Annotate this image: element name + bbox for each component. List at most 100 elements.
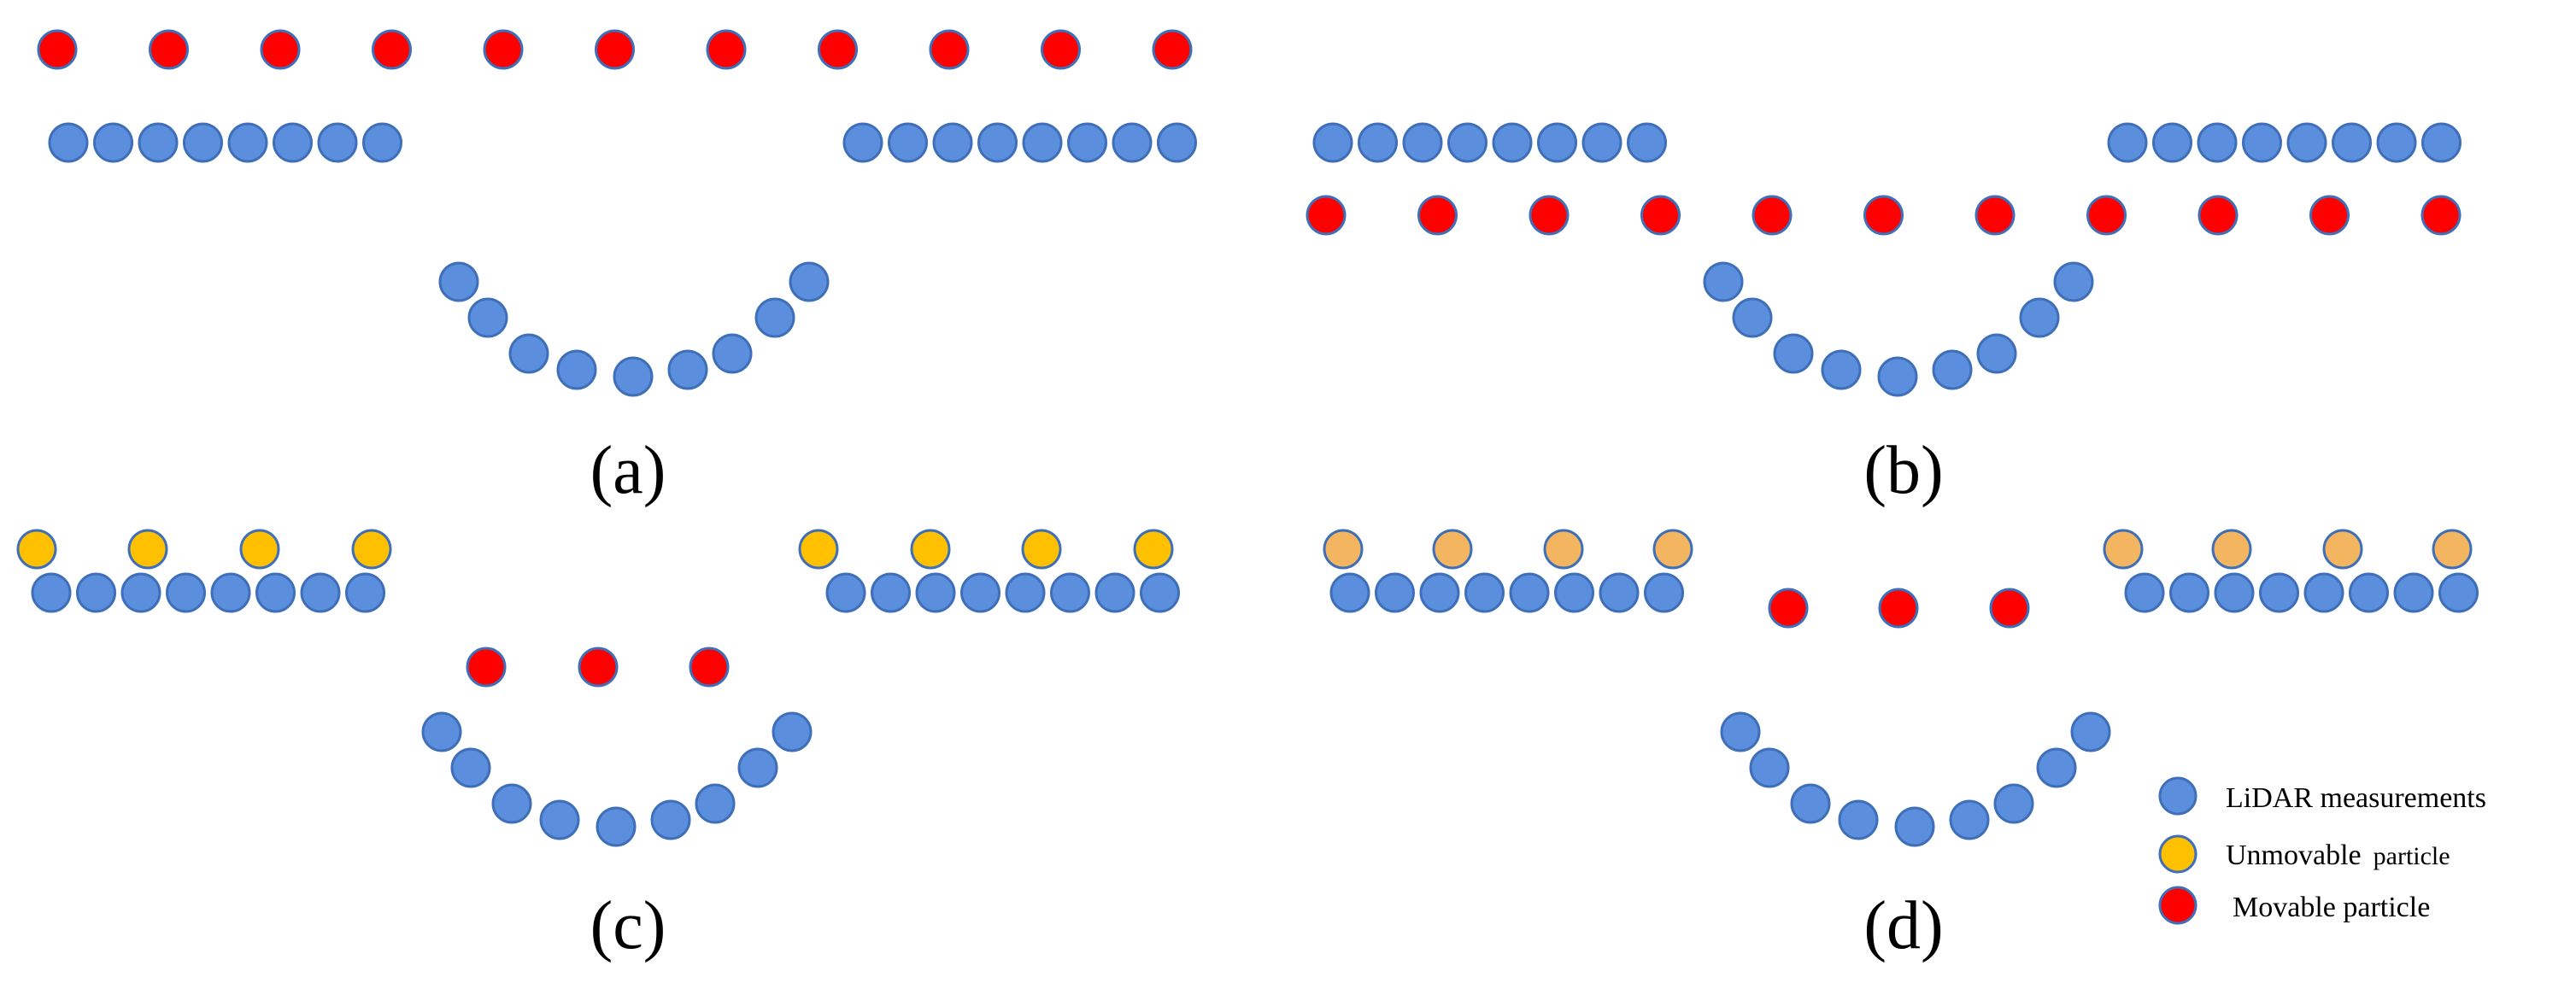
unmovable-particle bbox=[1432, 529, 1473, 570]
lidar-measurement-point bbox=[2303, 572, 2344, 613]
lidar-measurement-point bbox=[1050, 572, 1090, 613]
panel-b bbox=[1306, 122, 2462, 397]
lidar-measurement-point bbox=[1329, 572, 1370, 613]
lidar-measurement-point bbox=[2036, 747, 2077, 788]
lidar-measurement-point bbox=[2124, 572, 2165, 613]
lidar-measurement-point bbox=[138, 122, 179, 163]
lidar-measurement-point bbox=[2393, 572, 2434, 613]
lidar-measurement-point bbox=[1537, 122, 1577, 163]
lidar-measurement-point bbox=[842, 122, 883, 163]
movable-particle bbox=[818, 29, 858, 70]
lidar-measurement-point bbox=[915, 572, 956, 613]
lidar-measurement-point bbox=[1312, 122, 1353, 163]
lidar-measurement-point bbox=[2053, 261, 2094, 302]
lidar-measurement-point bbox=[467, 297, 508, 338]
lidar-measurement-point bbox=[1464, 572, 1505, 613]
lidar-measurement-point bbox=[166, 572, 206, 613]
panel-d bbox=[1323, 529, 2479, 847]
unmovable-particle bbox=[127, 529, 168, 570]
lidar-measurement-point bbox=[596, 806, 637, 847]
unmovable-particle bbox=[2432, 529, 2473, 570]
movable-particle bbox=[1752, 195, 1793, 236]
lidar-measurement-point bbox=[695, 783, 736, 824]
unmovable-particle bbox=[2103, 529, 2144, 570]
lidar-measurement-point bbox=[438, 261, 479, 302]
lidar-measurement-point bbox=[120, 572, 161, 613]
lidar-measurement-point bbox=[1375, 572, 1415, 613]
lidar-measurement-point bbox=[1358, 122, 1398, 163]
lidar-measurement-legend-icon bbox=[2158, 776, 2198, 816]
lidar-measurement-point bbox=[2421, 122, 2462, 163]
lidar-measurement-point bbox=[888, 122, 928, 163]
lidar-measurement-point bbox=[737, 747, 778, 788]
lidar-measurement-point bbox=[93, 122, 133, 163]
lidar-measurement-point bbox=[2332, 122, 2372, 163]
movable-particle bbox=[578, 647, 619, 688]
movable-particle bbox=[2198, 195, 2239, 236]
lidar-measurement-point bbox=[1509, 572, 1550, 613]
movable-particle bbox=[595, 29, 635, 70]
lidar-measurement-point bbox=[932, 122, 973, 163]
lidar-measurement-point bbox=[667, 349, 708, 390]
lidar-measurement-point bbox=[210, 572, 251, 613]
unmovable-particle bbox=[16, 529, 57, 570]
movable-particle bbox=[2421, 195, 2462, 236]
movable-particle bbox=[2086, 195, 2127, 236]
movable-particle bbox=[483, 29, 524, 70]
lidar-measurement-point bbox=[48, 122, 89, 163]
lidar-measurement-point bbox=[789, 261, 830, 302]
lidar-measurement-point bbox=[1419, 572, 1460, 613]
lidar-measurement-point bbox=[300, 572, 341, 613]
lidar-measurement-point bbox=[1993, 783, 2034, 824]
lidar-measurement-point bbox=[1894, 806, 1935, 847]
unmovable-particle bbox=[1543, 529, 1584, 570]
lidar-measurement-point bbox=[508, 333, 549, 374]
lidar-measurement-point bbox=[613, 356, 654, 397]
lidar-measurement-point bbox=[1022, 122, 1063, 163]
lidar-measurement-point bbox=[2214, 572, 2255, 613]
lidar-measurement-point bbox=[2152, 122, 2192, 163]
lidar-measurement-point bbox=[1112, 122, 1153, 163]
movable-particle bbox=[1152, 29, 1193, 70]
movable-particle bbox=[929, 29, 970, 70]
lidar-measurement-point bbox=[871, 572, 911, 613]
lidar-measurement-point bbox=[1838, 799, 1879, 840]
lidar-measurement-point bbox=[1749, 747, 1790, 788]
movable-particle bbox=[1989, 588, 2030, 629]
lidar-measurement-point bbox=[1094, 572, 1135, 613]
unmovable-particle bbox=[798, 529, 839, 570]
lidar-measurement-point bbox=[227, 122, 268, 163]
movable-particle bbox=[37, 29, 78, 70]
lidar-measurement-point bbox=[1703, 261, 1744, 302]
unmovable-particle bbox=[239, 529, 280, 570]
lidar-measurement-point bbox=[1599, 572, 1640, 613]
movable-particle bbox=[1975, 195, 2016, 236]
movable-particle bbox=[1640, 195, 1681, 236]
lidar-measurement-point bbox=[31, 572, 72, 613]
lidar-measurement-point bbox=[1140, 572, 1180, 613]
lidar-measurement-point bbox=[1581, 122, 1622, 163]
unmovable-particle bbox=[1133, 529, 1174, 570]
legend-label-unmovable-small: particle bbox=[2374, 842, 2450, 870]
movable-particle bbox=[466, 647, 507, 688]
unmovable-particle bbox=[1323, 529, 1364, 570]
unmovable-particle-legend-icon bbox=[2158, 834, 2198, 874]
lidar-measurement-point bbox=[2169, 572, 2209, 613]
panel-label-d: (d) bbox=[1863, 888, 1943, 963]
lidar-measurement-point bbox=[650, 799, 691, 840]
movable-particle bbox=[706, 29, 747, 70]
lidar-measurement-point bbox=[1720, 711, 1761, 752]
lidar-measurement-point bbox=[273, 122, 313, 163]
panel-c bbox=[16, 529, 1180, 847]
lidar-measurement-point bbox=[1932, 349, 1973, 390]
movable-particle bbox=[2309, 195, 2350, 236]
lidar-measurement-point bbox=[556, 349, 597, 390]
movable-particle bbox=[689, 647, 730, 688]
lidar-measurement-point bbox=[345, 572, 385, 613]
lidar-measurement-point bbox=[1447, 122, 1488, 163]
movable-particle bbox=[1041, 29, 1081, 70]
lidar-measurement-point bbox=[960, 572, 1000, 613]
lidar-measurement-point bbox=[1644, 572, 1684, 613]
movable-particle bbox=[149, 29, 189, 70]
panel-a bbox=[37, 29, 1197, 397]
